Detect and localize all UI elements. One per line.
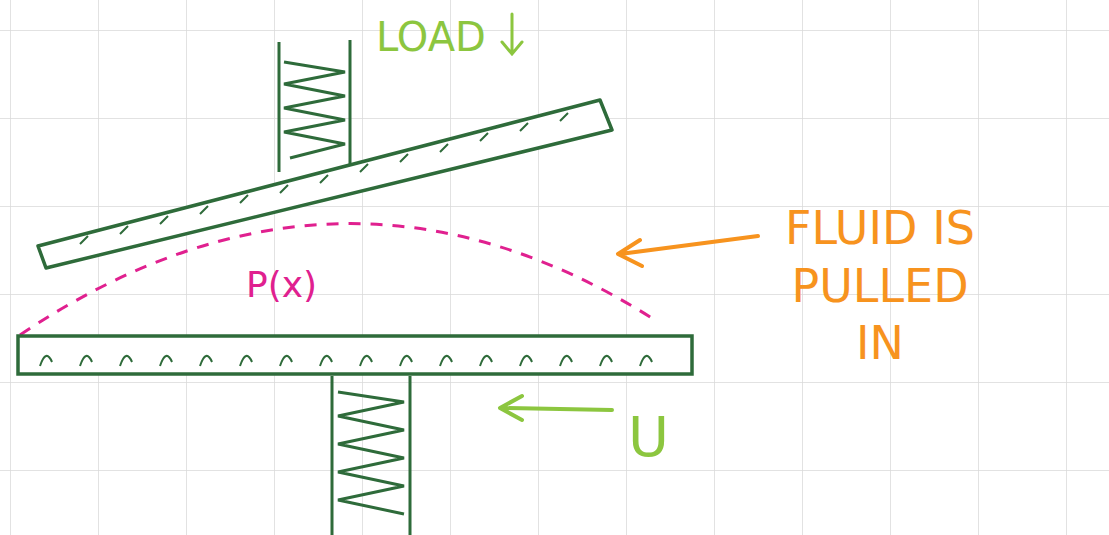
lower-plate xyxy=(18,336,692,374)
load-label: LOAD xyxy=(376,12,486,62)
pressure-label: P(x) xyxy=(246,262,317,307)
fluid-note: FLUID IS PULLED IN xyxy=(770,200,990,373)
fluid-arrow xyxy=(618,236,758,266)
top-spring xyxy=(279,40,350,172)
bottom-spring xyxy=(332,376,410,535)
velocity-label: U xyxy=(628,402,669,472)
upper-plate xyxy=(38,100,612,268)
velocity-arrow xyxy=(500,396,612,420)
load-arrow xyxy=(502,14,522,54)
pressure-curve xyxy=(20,224,655,335)
